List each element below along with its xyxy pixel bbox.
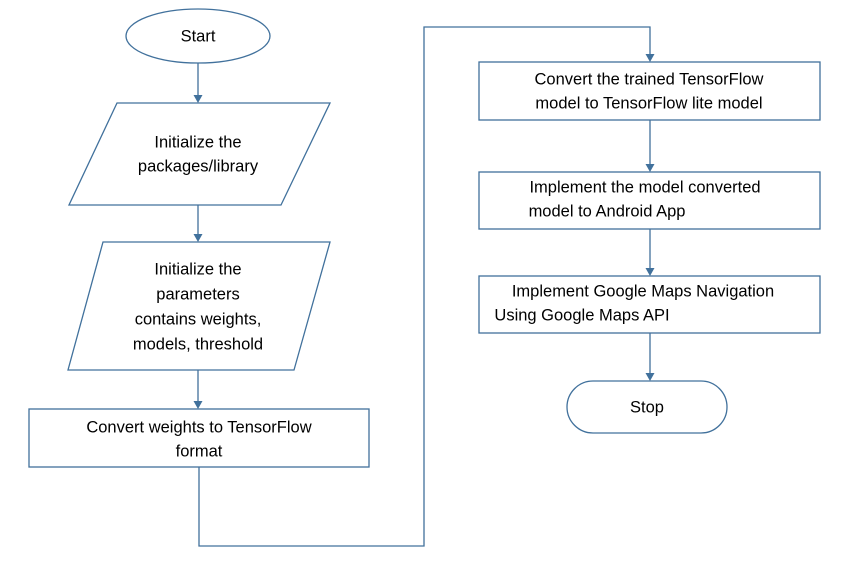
convert-lite-label-line-2: model to TensorFlow lite model [535, 94, 762, 112]
arrowhead-convert-lite [645, 54, 655, 62]
implement-maps-node: Implement Google Maps Navigation Using G… [478, 275, 821, 334]
convert-weights-node: Convert weights to TensorFlow format [28, 408, 370, 468]
start-label: Start [181, 27, 216, 45]
init-parameters-label-line-3: contains weights, [135, 310, 262, 328]
implement-android-label-line-1: Implement the model converted [529, 178, 760, 196]
implement-android-box [478, 171, 821, 230]
start-terminator [125, 8, 271, 64]
convert-weights-label-line-1: Convert weights to TensorFlow [86, 418, 311, 436]
convert-lite-node: Convert the trained TensorFlow model to … [478, 61, 821, 121]
stop-terminator [566, 380, 728, 434]
arrowhead-convert-weights [193, 401, 203, 409]
implement-android-node: Implement the model converted model to A… [478, 171, 821, 230]
init-parameters-node: Initialize the parameters contains weigh… [67, 241, 331, 371]
implement-maps-label-line-1: Implement Google Maps Navigation [512, 282, 774, 300]
init-parameters-label-line-4: models, threshold [133, 335, 263, 353]
init-parameters-label-line-1: Initialize the [154, 260, 241, 278]
implement-maps-box [478, 275, 821, 334]
arrowhead-stop [645, 373, 655, 381]
implement-android-label-line-2: model to Android App [529, 202, 686, 220]
implement-maps-label-line-2: Using Google Maps API [494, 306, 669, 324]
init-parameters-label-line-2: parameters [156, 285, 239, 303]
convert-weights-box [28, 408, 370, 468]
convert-lite-box [478, 61, 821, 121]
init-packages-node: Initialize the packages/library [67, 102, 332, 206]
connectors [193, 26, 655, 547]
start-node: Start [125, 8, 271, 64]
arrowhead-android [645, 164, 655, 172]
arrowhead-parameters [193, 234, 203, 242]
convert-weights-label-line-2: format [176, 442, 223, 460]
init-parameters-parallelogram [67, 241, 331, 371]
init-packages-label-line-1: Initialize the [154, 133, 241, 151]
init-packages-parallelogram [67, 102, 332, 206]
stop-node: Stop [566, 380, 728, 434]
arrowhead-packages [193, 95, 203, 103]
convert-lite-label-line-1: Convert the trained TensorFlow [535, 70, 764, 88]
init-packages-label-line-2: packages/library [138, 157, 259, 175]
arrowhead-maps [645, 268, 655, 276]
connector-convert-weights-to-convert-lite [198, 26, 651, 547]
stop-label: Stop [630, 398, 664, 416]
